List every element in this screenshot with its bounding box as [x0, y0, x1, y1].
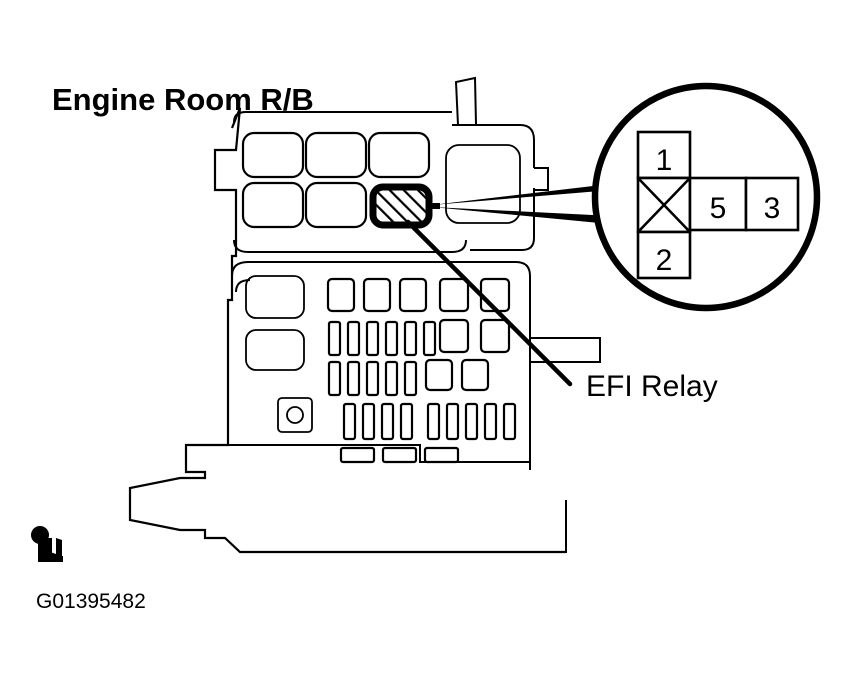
- fuse-slot-r5c1[interactable]: [339, 446, 376, 464]
- fuse-slot-r3c4[interactable]: [384, 360, 399, 397]
- fuse-slot-rows: [326, 277, 517, 464]
- fuse-slot-r1c1[interactable]: [326, 277, 356, 313]
- pin-label-2: 2: [656, 244, 673, 277]
- fuse-slot-r4c1[interactable]: [342, 402, 357, 441]
- fuse-slot-r3c1[interactable]: [327, 360, 342, 397]
- fuse-row-2: [327, 318, 511, 357]
- fuse-slot-r4c6[interactable]: [445, 402, 460, 441]
- efi-relay-leader-line: [405, 219, 573, 387]
- fuse-row-5: [339, 446, 460, 464]
- relay-slot-r1c3[interactable]: [367, 131, 431, 179]
- fuse-slot-r2c3[interactable]: [365, 320, 380, 357]
- fuse-slot-r4c9[interactable]: [502, 402, 517, 441]
- pin-cell-3: [744, 176, 800, 232]
- fuse-slot-r3c6[interactable]: [424, 358, 454, 392]
- fuse-slot-r4c5[interactable]: [426, 402, 441, 441]
- relay-slot-r1c1[interactable]: [241, 131, 305, 179]
- fuse-row-1: [326, 277, 511, 313]
- right-tall-slot[interactable]: [445, 144, 521, 224]
- fuse-slot-r4c4[interactable]: [399, 402, 414, 441]
- large-slot-group: [245, 275, 305, 371]
- fuse-slot-r2c6[interactable]: [422, 320, 437, 357]
- relay-slot-r1c2[interactable]: [304, 131, 368, 179]
- fuse-slot-r5c3[interactable]: [423, 446, 460, 464]
- fuse-slot-r1c3[interactable]: [398, 277, 428, 313]
- pin-label-5: 5: [710, 192, 727, 225]
- magnifier-leader-wedge: [426, 184, 612, 224]
- bolt-hole-circle: [286, 406, 304, 424]
- fuse-slot-r3c7[interactable]: [460, 358, 490, 392]
- fuse-slot-r4c7[interactable]: [464, 402, 479, 441]
- fuse-slot-r4c2[interactable]: [361, 402, 376, 441]
- fuse-slot-r2c1[interactable]: [327, 320, 342, 357]
- fuse-slot-r2c2[interactable]: [346, 320, 361, 357]
- relay-slot-r2c2[interactable]: [304, 181, 368, 229]
- fuse-slot-r4c8[interactable]: [483, 402, 498, 441]
- pin-cell-2: [636, 230, 692, 280]
- efi-relay-slot-highlighted[interactable]: [369, 183, 433, 229]
- fuse-slot-r4c3[interactable]: [380, 402, 395, 441]
- x-cross-icon: [637, 177, 691, 233]
- fuse-slot-r2c7[interactable]: [438, 318, 470, 354]
- fuse-row-3: [327, 358, 490, 397]
- fuse-slot-r2c4[interactable]: [384, 320, 399, 357]
- fuse-slot-r5c2[interactable]: [381, 446, 418, 464]
- camera-icon: [31, 526, 63, 562]
- bolt-hole-group: [277, 397, 313, 433]
- relay-slot-r2c1[interactable]: [241, 181, 305, 229]
- fuse-slot-r2c5[interactable]: [403, 320, 418, 357]
- fuse-row-4: [342, 402, 517, 441]
- pin-label-1: 1: [656, 144, 673, 177]
- fuse-slot-r3c5[interactable]: [403, 360, 418, 397]
- bolt-hole-square: [277, 397, 313, 433]
- fuse-slot-r3c3[interactable]: [365, 360, 380, 397]
- relay-slot-grid-upper: [241, 131, 433, 229]
- fuse-slot-r1c2[interactable]: [362, 277, 392, 313]
- pin-label-3: 3: [764, 192, 781, 225]
- magnifier-group: 1 2 5 3: [591, 82, 821, 312]
- efi-relay-label: EFI Relay: [586, 370, 718, 403]
- pin-cell-1: [636, 130, 692, 180]
- large-slot-lower[interactable]: [245, 329, 305, 371]
- fuse-slot-r3c2[interactable]: [346, 360, 361, 397]
- fuse-slot-r1c4[interactable]: [438, 277, 470, 313]
- large-slot-upper[interactable]: [245, 275, 305, 319]
- fuse-slot-r2c8[interactable]: [479, 318, 511, 354]
- relay-slot-right-group: [445, 144, 521, 224]
- image-id-code: G01395482: [36, 590, 146, 613]
